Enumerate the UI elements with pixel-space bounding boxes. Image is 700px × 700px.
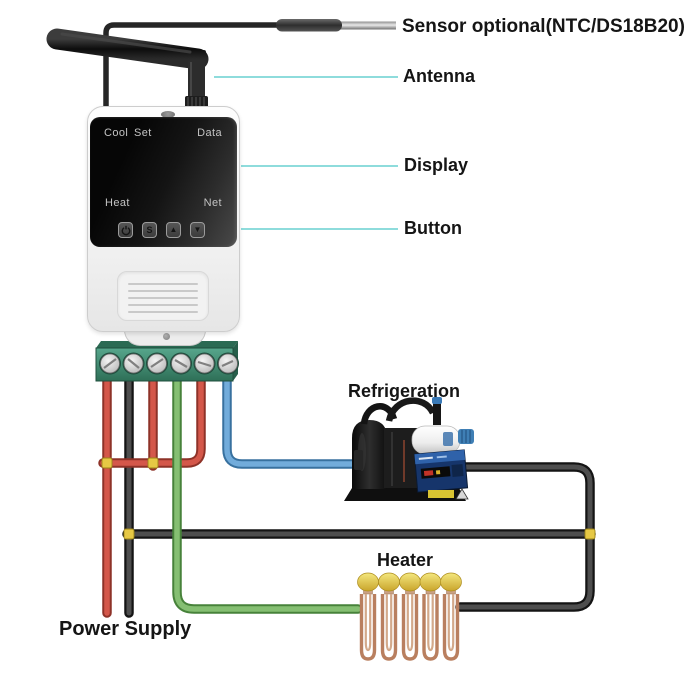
compressor-control-box xyxy=(413,449,469,493)
device-top-hole xyxy=(161,111,175,118)
mounting-hole xyxy=(163,333,170,340)
set-button: S xyxy=(142,222,157,238)
display-callout-label: Display xyxy=(404,155,469,175)
mounting-flange xyxy=(124,330,206,346)
set-button-glyph: S xyxy=(146,224,153,235)
set-indicator-label: Set xyxy=(134,127,152,139)
sensor-callout-label: Sensor optional(NTC/DS18B20) xyxy=(402,16,685,37)
wire-junctions xyxy=(101,457,596,540)
antenna-icon xyxy=(46,28,209,113)
display-panel: Cool Set Data Heat Net S ▲ ▼ xyxy=(90,117,237,247)
button-callout-label: Button xyxy=(404,218,462,238)
power-supply-label: Power Supply xyxy=(59,618,192,640)
heater-elements-icon xyxy=(357,572,462,661)
power-icon xyxy=(121,225,130,235)
data-indicator-label: Data xyxy=(197,127,222,139)
heater-element xyxy=(399,572,421,661)
cool-indicator-label: Cool xyxy=(104,127,129,139)
heater-label: Heater xyxy=(377,550,434,570)
refrigeration-label: Refrigeration xyxy=(348,381,461,401)
up-arrow-icon: ▲ xyxy=(169,225,178,234)
down-arrow-icon: ▼ xyxy=(193,225,202,234)
wiring-harness xyxy=(98,367,596,618)
net-indicator-label: Net xyxy=(203,197,222,209)
vent-cover xyxy=(117,271,209,321)
heat-indicator-label: Heat xyxy=(105,197,130,209)
antenna-callout-label: Antenna xyxy=(403,66,475,86)
heater-element xyxy=(378,572,400,661)
refrigeration-unit-icon xyxy=(344,397,474,501)
terminal-block xyxy=(95,341,239,382)
up-button: ▲ xyxy=(166,222,181,238)
power-button xyxy=(118,222,133,238)
controller-device: Cool Set Data Heat Net S ▲ ▼ xyxy=(87,106,240,332)
down-button: ▼ xyxy=(190,222,205,238)
sensor-probe-icon xyxy=(103,19,396,118)
heater-element xyxy=(440,572,462,661)
leader-lines xyxy=(214,76,398,230)
terminal-screws xyxy=(99,352,239,375)
heater-element xyxy=(419,572,442,661)
heater-element xyxy=(357,572,379,661)
